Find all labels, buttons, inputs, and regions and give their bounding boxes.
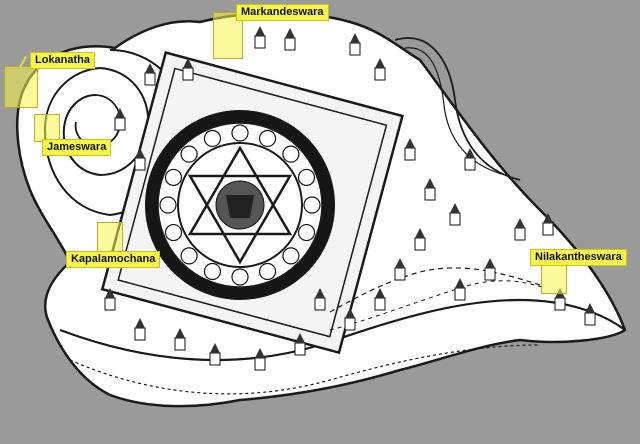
temple-shrine-glyph [254, 26, 266, 49]
temple-shrine-glyph [464, 148, 476, 171]
lotus-petal [303, 196, 321, 214]
temple-shrine-glyph [542, 213, 554, 236]
temple-shrine-glyph [584, 303, 596, 326]
temple-shrine-glyph [104, 288, 116, 311]
kapalamochana-label: Kapalamochana [66, 251, 161, 268]
lotus-petal [258, 129, 277, 148]
temple-shrine-glyph [484, 258, 496, 281]
temple-shrine-glyph [209, 343, 221, 366]
lotus-petal [231, 268, 249, 286]
temple-shrine-glyph [174, 328, 186, 351]
shell-right-tail-inner [404, 47, 506, 176]
lotus-petal [258, 262, 277, 281]
lotus-petal [164, 168, 183, 187]
temple-shrine-glyph [182, 58, 194, 81]
shell-spiral-mid [62, 67, 150, 177]
yantra-center-deity [226, 195, 254, 218]
lotus-petal [159, 196, 177, 214]
yantra-triangle-up [187, 145, 293, 236]
lokanatha-highlight [4, 66, 38, 108]
temple-shrine-glyph [349, 33, 361, 56]
temple-shrine-glyph [134, 148, 146, 171]
lotus-petal [180, 247, 198, 265]
nilakantheswara-label: Nilakantheswara [530, 249, 627, 266]
temple-glyphs [104, 26, 596, 371]
lotus-petal [282, 145, 300, 163]
temple-shrine-glyph [284, 28, 296, 51]
lotus-petal [203, 262, 222, 281]
inner-square-precinct [117, 67, 388, 338]
temple-shrine-glyph [144, 63, 156, 86]
lotus-petal [203, 129, 222, 148]
shell-right-tail [394, 37, 521, 181]
lotus-petal [297, 223, 316, 242]
temple-shrine-glyph [314, 288, 326, 311]
lotus-petal [231, 124, 249, 142]
shell-lower-edge [69, 344, 541, 395]
temple-shrine-glyph [404, 138, 416, 161]
nilakantheswara-highlight [541, 262, 567, 294]
temple-shrine-glyph [414, 228, 426, 251]
pilgrimage-path-lower [329, 280, 546, 331]
markandeswara-label: Markandeswara [236, 4, 329, 21]
temple-shrine-glyph [254, 348, 266, 371]
temple-shrine-glyph [449, 203, 461, 226]
lotus-petal [297, 168, 316, 187]
yantra-triangle-down [187, 174, 293, 265]
shell-lower-lip [59, 298, 626, 362]
jameswara-label: Jameswara [42, 139, 112, 156]
temple-shrine-glyph [394, 258, 406, 281]
lotus-petal [282, 247, 300, 265]
temple-shrine-glyph [454, 278, 466, 301]
temple-shrine-glyph [294, 333, 306, 356]
lotus-petal [164, 223, 183, 242]
temple-shrine-glyph [374, 288, 386, 311]
temple-shrine-glyph [374, 58, 386, 81]
temple-shrine-glyph [344, 308, 356, 331]
temple-shrine-glyph [514, 218, 526, 241]
temple-shrine-glyph [134, 318, 146, 341]
lokanatha-label: Lokanatha [30, 52, 96, 69]
lotus-petal [180, 145, 198, 163]
mandala-petals [159, 124, 321, 286]
jameswara-highlight [34, 114, 60, 142]
kapalamochana-highlight [97, 222, 123, 254]
temple-shrine-glyph [114, 108, 126, 131]
temple-shrine-glyph [424, 178, 436, 201]
